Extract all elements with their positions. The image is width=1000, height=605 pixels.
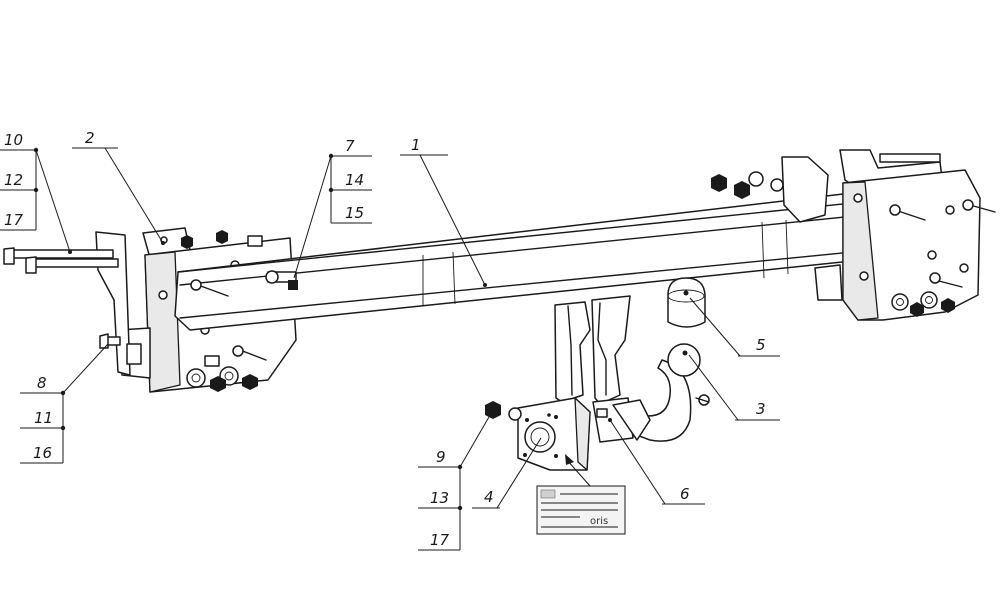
socket-plate	[485, 397, 591, 471]
callout-15: 15	[345, 204, 364, 222]
callout-10: 10	[4, 131, 23, 149]
callout-9: 9	[436, 448, 446, 466]
callout-17-left: 17	[4, 211, 24, 229]
callout-4: 4	[484, 488, 494, 506]
long-bolts	[3, 247, 119, 274]
identification-plate: oris	[536, 454, 626, 535]
callout-7: 7	[345, 137, 355, 155]
callout-13: 13	[430, 489, 449, 507]
socket-bracket	[592, 397, 651, 443]
callout-12: 12	[4, 171, 23, 189]
callout-11: 11	[34, 409, 53, 427]
callout-3: 3	[756, 400, 766, 418]
callout-17-bottom: 17	[430, 531, 450, 549]
main-crossbeam	[174, 179, 977, 361]
callout-1: 1	[411, 136, 421, 154]
callout-6: 6	[680, 485, 690, 503]
callout-14: 14	[345, 171, 364, 189]
right-mounting-bracket	[711, 149, 996, 321]
callout-16: 16	[33, 444, 52, 462]
callout-8: 8	[37, 374, 47, 392]
callout-labels: 1 2 3 4 5 6 7 8 9 10 11 12 13 14 15 16 1…	[4, 129, 766, 549]
callout-5: 5	[756, 336, 766, 354]
callout-2: 2	[85, 129, 95, 147]
plate-brand-text: oris	[590, 516, 608, 527]
leader-lines	[0, 147, 780, 551]
small-bolts-left	[99, 333, 121, 349]
